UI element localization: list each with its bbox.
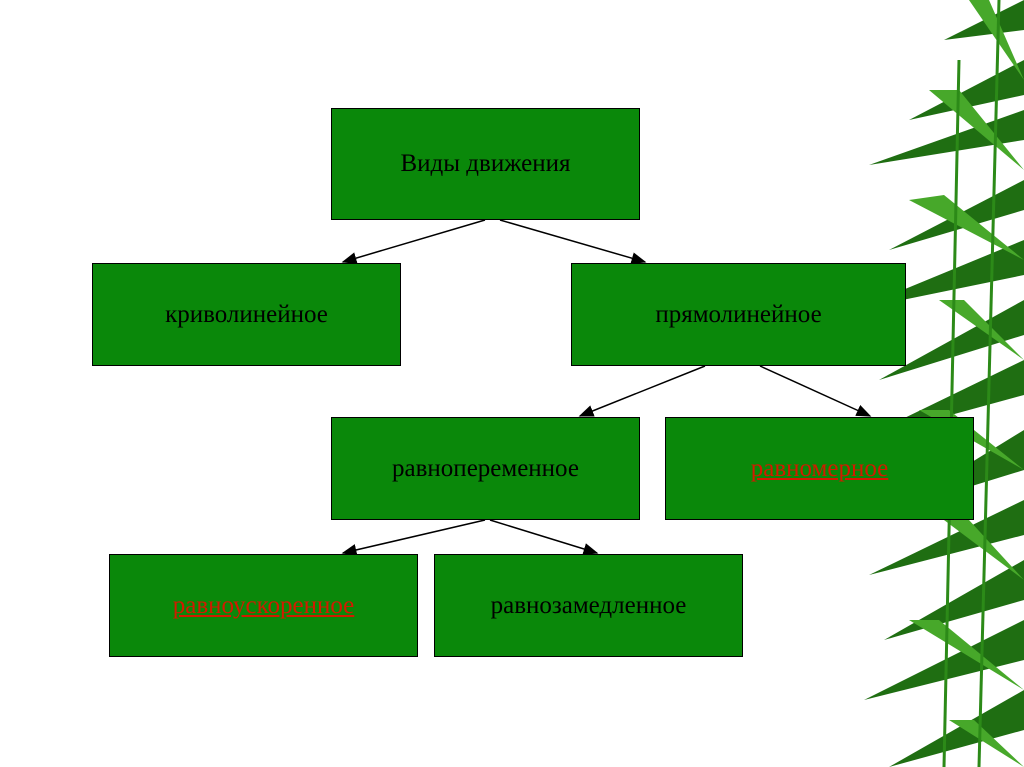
node-uniformly-variable: равнопеременное xyxy=(331,417,640,520)
arrow-root-rectilinear xyxy=(499,219,647,265)
accelerated-link[interactable]: равноускоренное xyxy=(172,591,355,619)
node-uniformly-variable-label: равнопеременное xyxy=(392,454,579,482)
node-curvilinear: криволинейное xyxy=(92,263,401,366)
arrow-variable-decelerated xyxy=(489,519,599,555)
node-uniform: равномерное xyxy=(665,417,974,520)
node-curvilinear-label: криволинейное xyxy=(165,300,328,328)
arrow-rectilinear-variable xyxy=(578,365,706,417)
arrow-root-curvilinear xyxy=(341,219,486,264)
node-accelerated: равноускоренное xyxy=(109,554,418,657)
node-motion-types: Виды движения xyxy=(331,108,640,220)
node-decelerated: равнозамедленное xyxy=(434,554,743,657)
bamboo-leaves-decoration xyxy=(854,0,1024,767)
node-rectilinear-label: прямолинейное xyxy=(655,300,822,328)
node-decelerated-label: равнозамедленное xyxy=(490,591,687,619)
uniform-link[interactable]: равномерное xyxy=(750,454,889,482)
node-motion-types-label: Виды движения xyxy=(400,150,571,177)
node-rectilinear: прямолинейное xyxy=(571,263,906,366)
arrow-variable-accelerated xyxy=(341,519,486,556)
